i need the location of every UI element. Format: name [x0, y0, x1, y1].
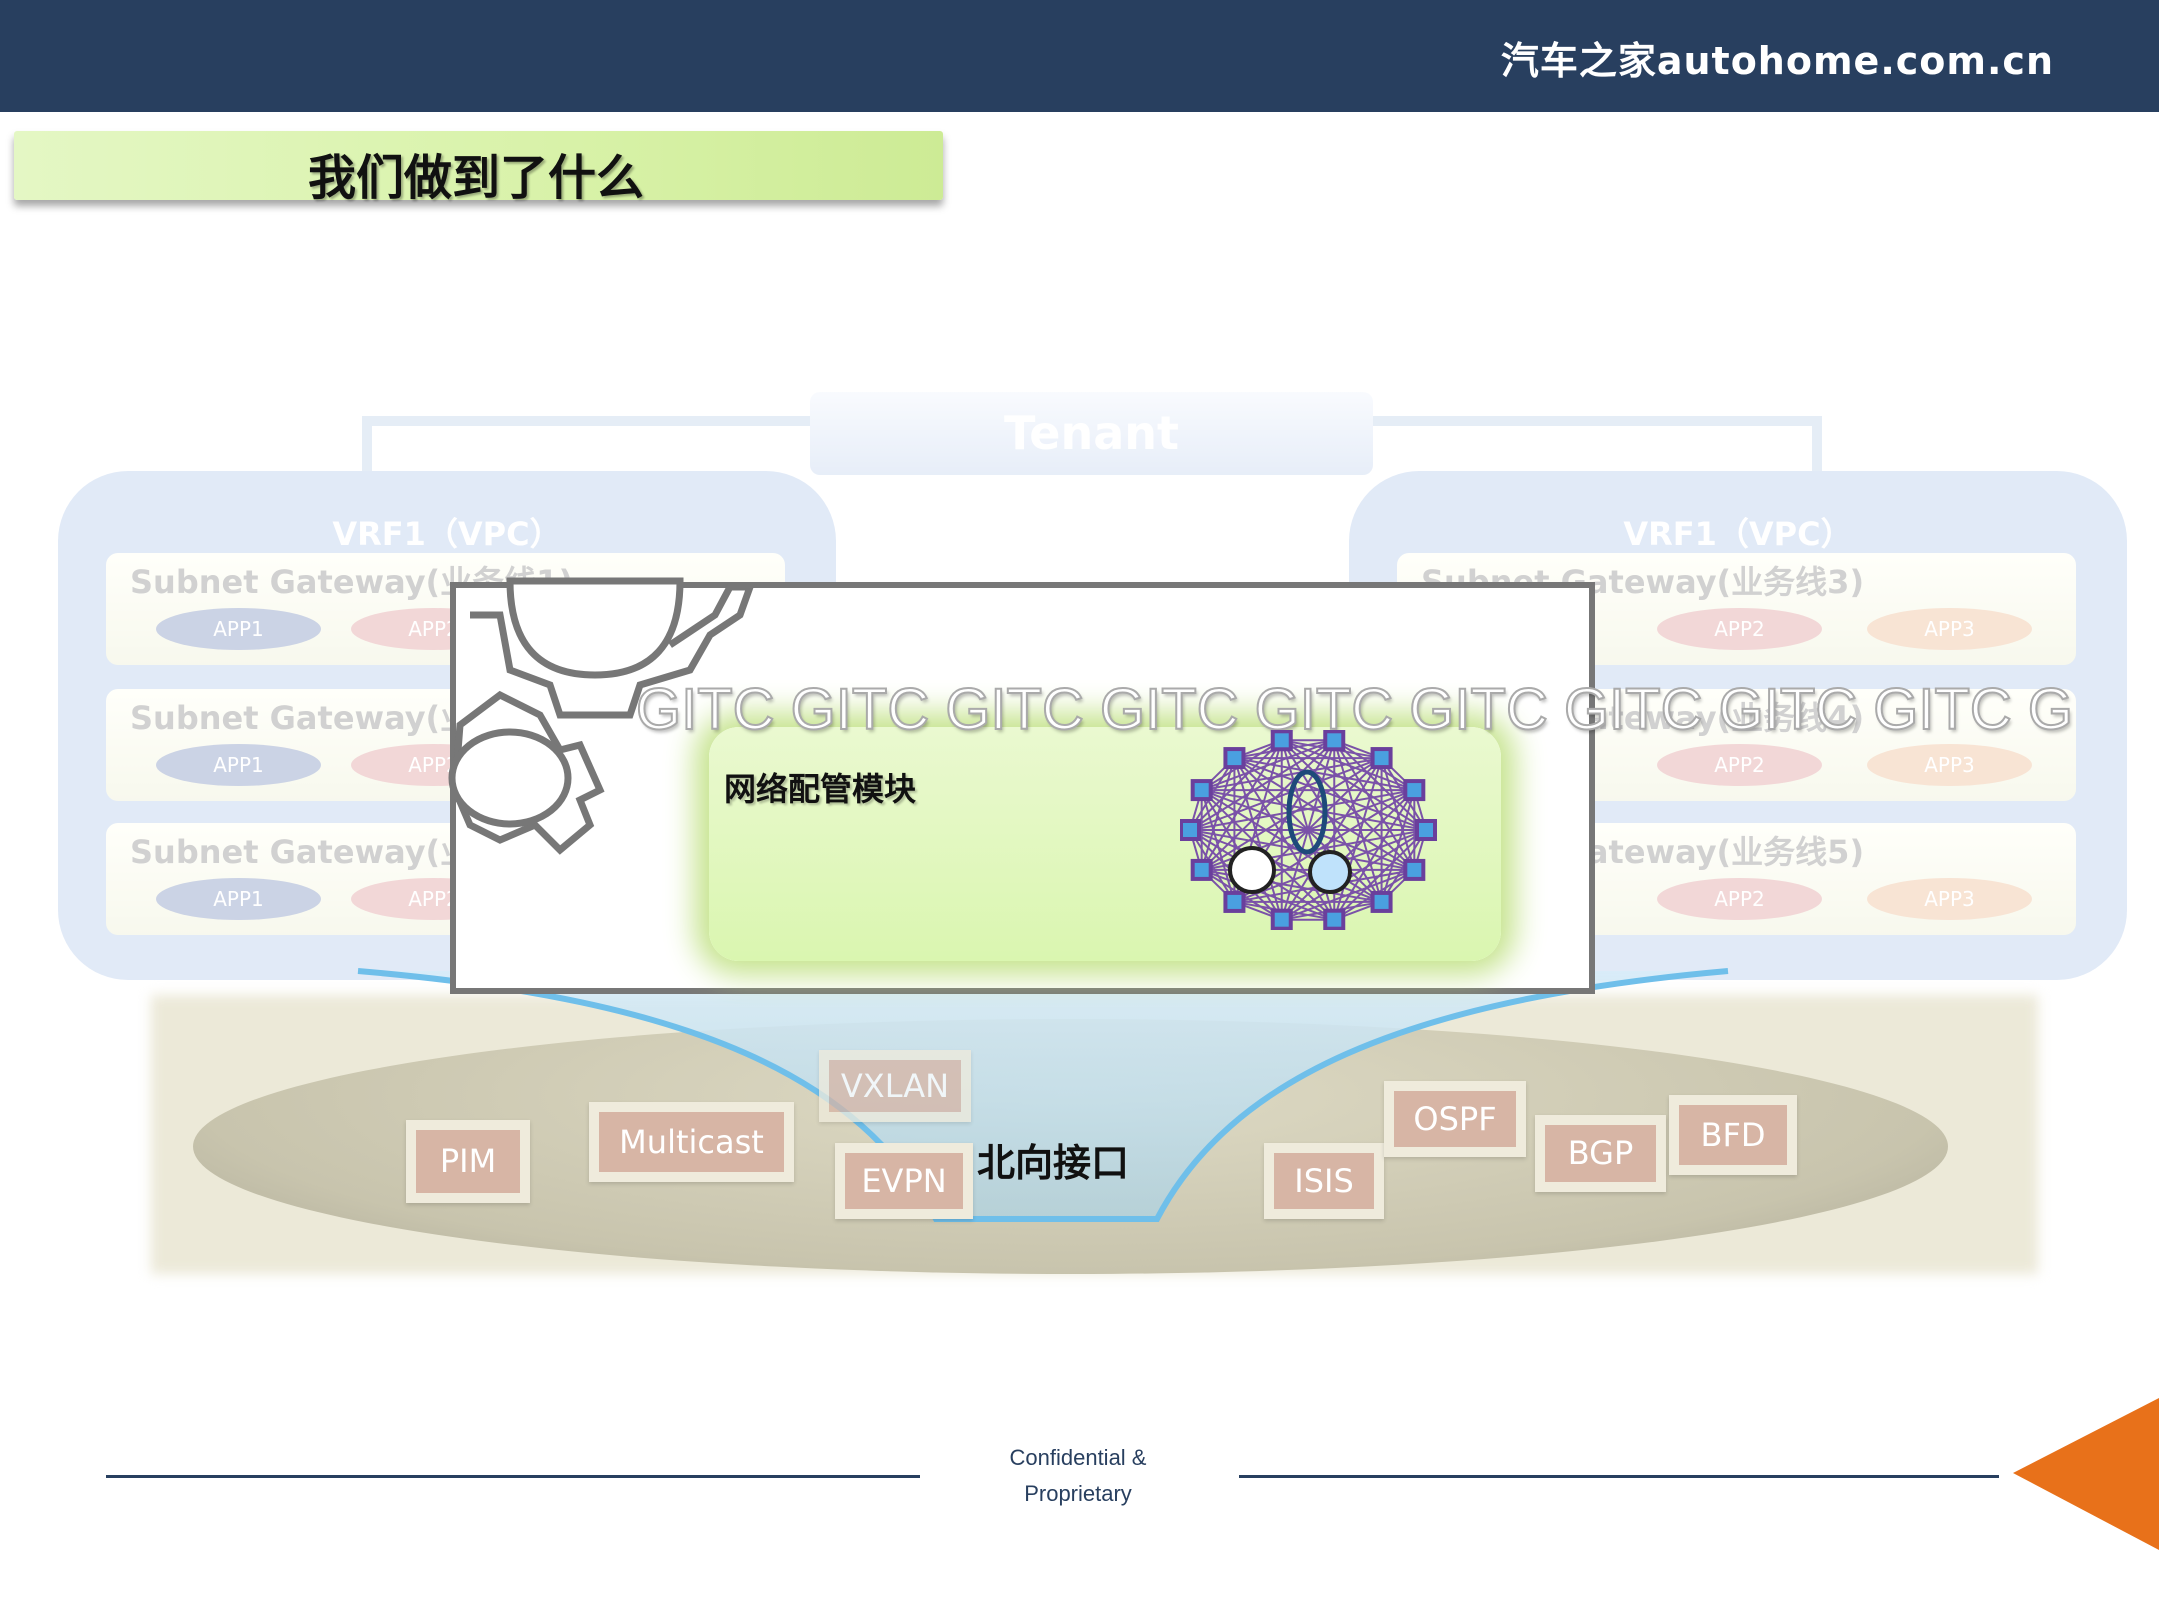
- mesh-link: [1380, 789, 1416, 903]
- network-node: [1223, 747, 1246, 770]
- protocol-label: OSPF: [1394, 1091, 1516, 1147]
- mesh-link: [1189, 757, 1382, 831]
- connector-line: [362, 416, 1822, 426]
- protocol-label: BFD: [1679, 1105, 1787, 1165]
- network-node: [1370, 890, 1393, 913]
- mesh-link: [1233, 757, 1283, 920]
- mesh-link: [1333, 829, 1427, 921]
- network-node: [1190, 779, 1213, 802]
- mesh-link: [1280, 757, 1383, 921]
- protocol-pim: PIM: [406, 1120, 530, 1203]
- network-node: [1323, 908, 1346, 930]
- gears-icon: [448, 577, 755, 855]
- mesh-link: [1234, 757, 1415, 792]
- protocol-label: ISIS: [1274, 1153, 1374, 1209]
- orange-triangle-decoration: [2013, 1398, 2159, 1550]
- autohome-logo: 汽车之家autohome.com.cn: [1500, 39, 2054, 83]
- mesh-link: [1189, 739, 1283, 831]
- app-ellipse: APP3: [1867, 608, 2032, 650]
- protocol-multicast: Multicast: [589, 1102, 794, 1182]
- app-ellipse: APP3: [1867, 878, 2032, 920]
- mesh-link: [1200, 757, 1236, 871]
- mesh-link: [1281, 868, 1415, 921]
- module-label: 网络配管模块: [724, 770, 917, 808]
- north-interface-label: 北向接口: [977, 1141, 1130, 1185]
- app-ellipse: APP1: [156, 878, 321, 920]
- network-node: [1190, 858, 1213, 881]
- title-banner: [14, 131, 943, 200]
- footer-divider: [106, 1475, 920, 1478]
- protocol-evpn: EVPN: [835, 1143, 973, 1219]
- app-ellipse: APP2: [1657, 744, 1822, 786]
- mesh-link: [1333, 789, 1416, 921]
- mesh-link: [1281, 739, 1416, 871]
- mesh-link: [1200, 739, 1335, 871]
- network-node: [1270, 730, 1293, 752]
- mesh-link: [1189, 829, 1382, 903]
- protocol-vxlan: VXLAN: [819, 1050, 971, 1122]
- mesh-link: [1281, 789, 1416, 921]
- protocol-label: EVPN: [845, 1153, 963, 1209]
- network-node: [1323, 730, 1346, 752]
- header-bar: 汽车之家autohome.com.cn: [0, 0, 2159, 112]
- footer-line: Confidential &: [1009, 1445, 1147, 1470]
- network-node: [1415, 819, 1437, 841]
- connector-line: [1812, 416, 1822, 476]
- network-node: [1403, 779, 1426, 802]
- vrf-title: VRF1（VPC）: [332, 515, 562, 553]
- mesh-link: [1200, 739, 1283, 871]
- network-node: [1270, 908, 1293, 930]
- network-node: [1223, 890, 1246, 913]
- footer-confidential: Confidential & Proprietary: [978, 1440, 1178, 1512]
- app-ellipse: APP1: [156, 608, 321, 650]
- network-node: [1403, 858, 1426, 881]
- protocol-label: BGP: [1545, 1125, 1656, 1182]
- mesh-link: [1234, 757, 1427, 831]
- mesh-link: [1189, 789, 1415, 831]
- footer-divider: [1239, 1475, 1999, 1478]
- mesh-link: [1333, 739, 1427, 831]
- mesh-link: [1333, 757, 1383, 920]
- mesh-link: [1333, 740, 1383, 903]
- mesh-link: [1281, 739, 1415, 792]
- mesh-link: [1380, 757, 1416, 871]
- slide-title: 我们做到了什么: [308, 150, 645, 206]
- protocol-bfd: BFD: [1669, 1095, 1797, 1175]
- app-ellipse: APP2: [1657, 608, 1822, 650]
- tenant-box: Tenant: [810, 392, 1373, 475]
- network-node: [1180, 819, 1201, 841]
- protocol-ospf: OSPF: [1384, 1081, 1526, 1157]
- protocol-isis: ISIS: [1264, 1143, 1384, 1219]
- mesh-link: [1201, 757, 1383, 871]
- mesh-link: [1201, 739, 1335, 792]
- footer-line: Proprietary: [1024, 1481, 1132, 1506]
- vrf-title: VRF1（VPC）: [1623, 515, 1853, 553]
- protocol-label: Multicast: [599, 1112, 784, 1172]
- protocol-label: VXLAN: [829, 1060, 961, 1112]
- protocol-label: PIM: [416, 1130, 520, 1193]
- mesh-link: [1201, 757, 1382, 792]
- app-ellipse: APP2: [1657, 878, 1822, 920]
- mesh-link: [1200, 789, 1236, 903]
- gitc-watermark: GITC GITC GITC GITC GITC GITC GITC GITC …: [635, 676, 2074, 743]
- app-ellipse: APP1: [156, 744, 321, 786]
- network-mesh-icon: [1180, 730, 1437, 930]
- mesh-link: [1201, 868, 1335, 921]
- protocol-bgp: BGP: [1535, 1115, 1666, 1192]
- app-ellipse: APP3: [1867, 744, 2032, 786]
- network-node: [1370, 747, 1393, 770]
- connector-line: [362, 416, 372, 476]
- mesh-link: [1189, 739, 1335, 831]
